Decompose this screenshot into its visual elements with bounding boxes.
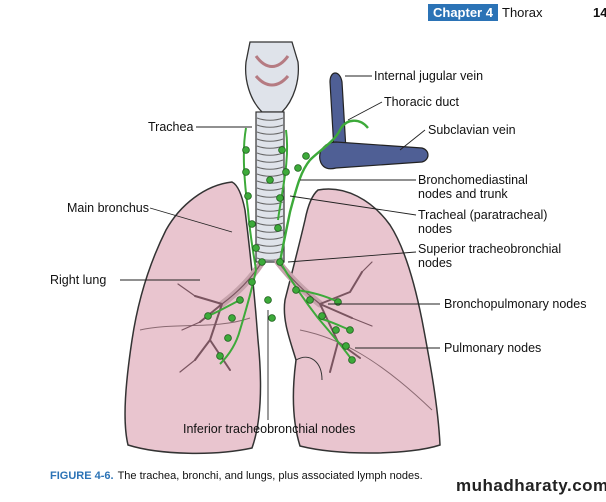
figure-number: FIGURE 4-6.	[50, 470, 114, 482]
lymph-node	[248, 278, 256, 286]
lymph-node	[244, 192, 252, 200]
trachea-ring	[256, 124, 284, 128]
label-tracheal-2: nodes	[418, 222, 452, 236]
label-tracheal-1: Tracheal (paratracheal)	[418, 208, 547, 222]
lymph-node	[294, 164, 302, 172]
lymph-node	[302, 152, 310, 160]
label-subclavian-vein: Subclavian vein	[428, 123, 516, 137]
section-title: Thorax	[502, 5, 543, 20]
label-main-bronchus: Main bronchus	[67, 201, 149, 215]
lymph-node	[224, 334, 232, 342]
watermark: muhadharaty.com	[456, 476, 606, 495]
lymph-node	[274, 224, 282, 232]
lymph-node	[216, 352, 224, 360]
lymph-node	[266, 176, 274, 184]
left-lung-shape	[283, 188, 441, 454]
label-bronchomediastinal-2: nodes and trunk	[418, 187, 508, 201]
lymph-node	[348, 356, 356, 364]
lymph-node	[228, 314, 236, 322]
lymph-node	[248, 220, 256, 228]
label-internal-jugular-vein: Internal jugular vein	[374, 69, 483, 83]
lymph-nodes	[204, 146, 356, 364]
trachea-ring	[256, 131, 284, 135]
lymph-node	[276, 194, 284, 202]
label-thoracic-duct: Thoracic duct	[384, 95, 460, 109]
lymph-node	[346, 326, 354, 334]
trachea-ring	[256, 152, 284, 156]
label-superior-tb-1: Superior tracheobronchial	[418, 242, 561, 256]
trachea-ring	[256, 166, 284, 170]
trachea-ring	[256, 222, 284, 226]
label-pulmonary: Pulmonary nodes	[444, 341, 541, 355]
lymph-node	[278, 146, 286, 154]
label-bronchomediastinal-1: Bronchomediastinal	[418, 173, 528, 187]
caption-text: The trachea, bronchi, and lungs, plus as…	[117, 470, 423, 482]
lymph-node	[236, 296, 244, 304]
lymph-node	[268, 314, 276, 322]
lymph-node	[292, 286, 300, 294]
trachea-ring	[256, 159, 284, 163]
trachea-ring	[256, 208, 284, 212]
lymph-node	[282, 168, 290, 176]
figure-caption: FIGURE 4-6.The trachea, bronchi, and lun…	[50, 470, 423, 482]
label-right-lung: Right lung	[50, 273, 106, 287]
lymph-node	[264, 296, 272, 304]
trachea-ring	[256, 138, 284, 142]
trachea-ring	[256, 243, 284, 247]
lymph-node	[332, 326, 340, 334]
lymph-node	[242, 146, 250, 154]
trachea-ring	[256, 229, 284, 233]
veins	[319, 72, 429, 170]
lymph-node	[252, 244, 260, 252]
chapter-badge: Chapter 4	[428, 4, 498, 21]
lymph-node	[276, 258, 284, 266]
lymphatic-vessels	[207, 119, 369, 365]
trachea-ring	[256, 236, 284, 240]
trachea-ring	[256, 117, 284, 121]
trachea-ring	[256, 215, 284, 219]
label-bronchopulmonary: Bronchopulmonary nodes	[444, 297, 586, 311]
lymph-node	[204, 312, 212, 320]
label-trachea: Trachea	[148, 120, 193, 134]
lymph-node	[258, 258, 266, 266]
larynx-shape	[244, 41, 300, 113]
label-superior-tb-2: nodes	[418, 256, 452, 270]
trachea-shape	[255, 111, 285, 263]
lymph-node	[306, 296, 314, 304]
lymph-node	[242, 168, 250, 176]
trachea-ring	[256, 187, 284, 191]
leader-lines	[120, 75, 440, 420]
right-lung-shape	[124, 181, 262, 455]
label-inferior-tb: Inferior tracheobronchial nodes	[183, 422, 355, 436]
lymph-node	[318, 312, 326, 320]
page-number: 14	[593, 5, 606, 20]
lymph-node	[342, 342, 350, 350]
